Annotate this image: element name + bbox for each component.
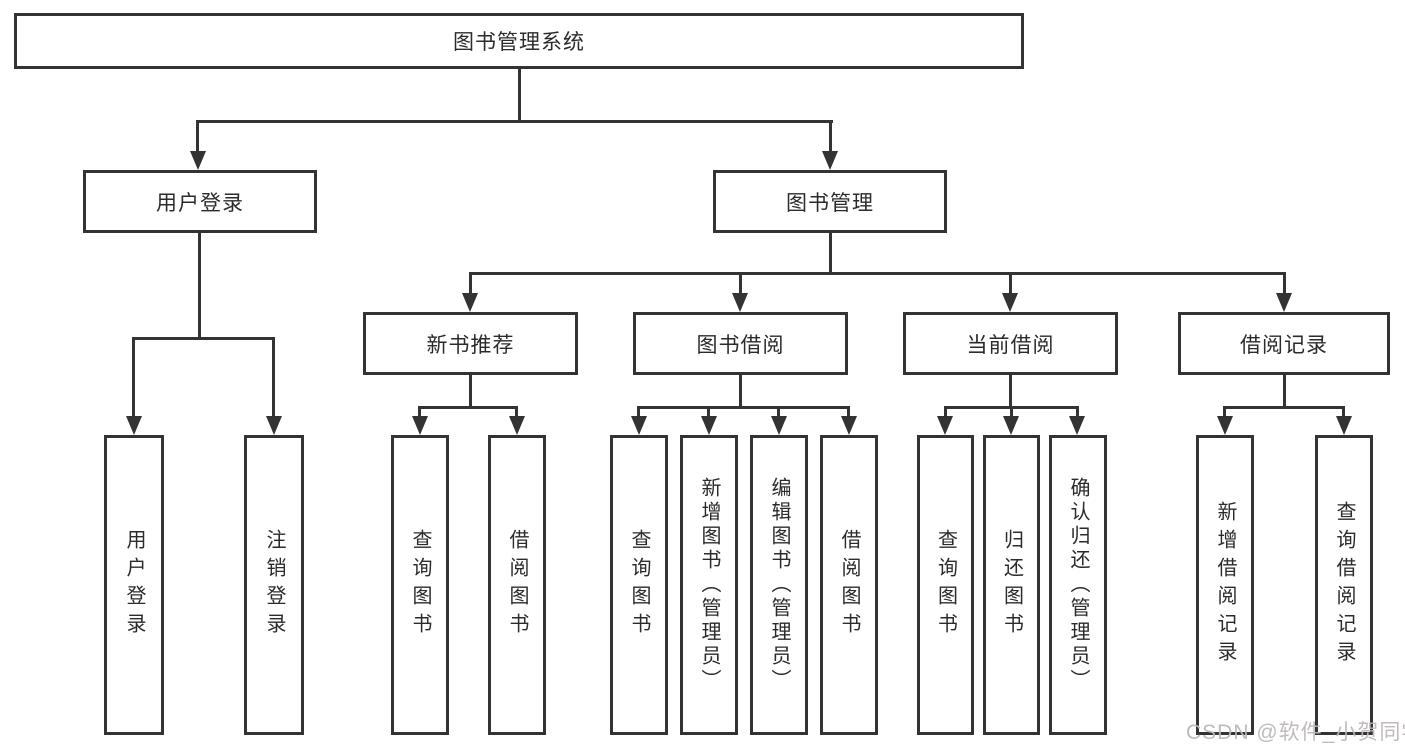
leaf-cb-confirm-return-admin-label: 确认归还（管理员） bbox=[1067, 477, 1089, 693]
connector-drop-bb-add bbox=[707, 406, 710, 418]
node-library-system: 图书管理系统 bbox=[14, 13, 1024, 69]
leaf-user-login: 用户登录 bbox=[104, 435, 164, 735]
leaf-bb-query-books: 查询图书 bbox=[610, 435, 668, 735]
leaf-br-query-record-label: 查询借阅记录 bbox=[1333, 501, 1355, 669]
arrow-into-book-management bbox=[822, 151, 838, 170]
node-user-login-label: 用户登录 bbox=[156, 191, 244, 215]
csdn-watermark: CSDN @软件_小贺同学 bbox=[1186, 721, 1405, 744]
leaf-cb-query-books: 查询图书 bbox=[917, 435, 974, 735]
arrow-into-br-query bbox=[1336, 416, 1352, 435]
node-new-book-recommend-label: 新书推荐 bbox=[426, 333, 515, 357]
node-book-borrow-label: 图书借阅 bbox=[696, 333, 785, 357]
leaf-bb-borrow-books-label: 借阅图书 bbox=[838, 529, 860, 641]
connector-br-branch bbox=[1223, 406, 1345, 409]
leaf-cb-query-books-label: 查询图书 bbox=[934, 529, 957, 641]
arrow-into-bb-query bbox=[631, 416, 647, 435]
node-library-system-label: 图书管理系统 bbox=[453, 31, 585, 54]
connector-nbr-branch bbox=[418, 406, 518, 409]
node-borrow-records: 借阅记录 bbox=[1178, 312, 1390, 375]
arrow-into-ul-login bbox=[126, 416, 142, 435]
arrow-into-cb-return bbox=[1003, 416, 1019, 435]
leaf-br-add-record: 新增借阅记录 bbox=[1196, 435, 1254, 735]
arrow-into-bb-borrow bbox=[841, 416, 857, 435]
connector-nbr-stem bbox=[469, 375, 472, 406]
leaf-nbr-borrow-books: 借阅图书 bbox=[488, 435, 546, 735]
connector-drop-book-borrow bbox=[739, 272, 742, 295]
connector-drop-cb-query bbox=[944, 406, 947, 418]
connector-drop-book-management bbox=[829, 120, 832, 153]
node-current-borrow: 当前借阅 bbox=[903, 312, 1118, 375]
arrow-into-nbr-borrow bbox=[509, 416, 525, 435]
leaf-bb-edit-books-admin: 编辑图书（管理员） bbox=[750, 435, 808, 735]
connector-cb-stem bbox=[1009, 375, 1012, 406]
arrow-into-cb-confirm bbox=[1069, 416, 1085, 435]
leaf-nbr-query-books-label: 查询图书 bbox=[409, 529, 431, 641]
arrow-into-user-login bbox=[190, 151, 206, 170]
leaf-bb-add-books-admin-label: 新增图书（管理员） bbox=[698, 477, 720, 693]
node-user-login: 用户登录 bbox=[83, 170, 317, 233]
connector-drop-cb-confirm bbox=[1076, 406, 1079, 418]
connector-drop-cb-return bbox=[1010, 406, 1013, 418]
arrow-into-nbr-query bbox=[412, 416, 428, 435]
connector-br-stem bbox=[1283, 375, 1286, 406]
node-new-book-recommend: 新书推荐 bbox=[363, 312, 578, 375]
leaf-cb-return-books-label: 归还图书 bbox=[1000, 529, 1023, 641]
arrow-into-ul-logout bbox=[266, 416, 282, 435]
arrow-into-current-borrow bbox=[1002, 293, 1018, 312]
leaf-logout: 注销登录 bbox=[244, 435, 304, 735]
node-current-borrow-label: 当前借阅 bbox=[966, 333, 1055, 357]
leaf-bb-query-books-label: 查询图书 bbox=[628, 529, 650, 641]
leaf-cb-confirm-return-admin: 确认归还（管理员） bbox=[1049, 435, 1107, 735]
connector-drop-bb-edit bbox=[777, 406, 780, 418]
leaf-logout-label: 注销登录 bbox=[263, 529, 285, 641]
leaf-bb-add-books-admin: 新增图书（管理员） bbox=[680, 435, 738, 735]
node-book-management: 图书管理 bbox=[713, 170, 947, 233]
connector-bb-branch bbox=[637, 406, 850, 409]
connector-root-stem bbox=[518, 69, 521, 120]
arrow-into-cb-query bbox=[937, 416, 953, 435]
connector-bb-stem bbox=[739, 375, 742, 406]
arrow-into-br-add bbox=[1217, 416, 1233, 435]
connector-drop-nbr-query bbox=[418, 406, 421, 418]
leaf-cb-return-books: 归还图书 bbox=[983, 435, 1040, 735]
connector-user-login-stem bbox=[198, 233, 201, 337]
leaf-user-login-label: 用户登录 bbox=[123, 529, 145, 641]
arrow-into-book-borrow bbox=[732, 293, 748, 312]
connector-user-login-branch bbox=[132, 337, 275, 340]
leaf-nbr-borrow-books-label: 借阅图书 bbox=[506, 529, 528, 641]
node-book-borrow: 图书借阅 bbox=[633, 312, 848, 375]
node-book-management-label: 图书管理 bbox=[786, 191, 874, 215]
connector-drop-borrow-records bbox=[1283, 272, 1286, 295]
connector-drop-user-login bbox=[196, 120, 199, 153]
connector-root-branch bbox=[196, 120, 833, 123]
connector-drop-current-borrow bbox=[1009, 272, 1012, 295]
connector-drop-bb-query bbox=[637, 406, 640, 418]
arrow-into-bb-add bbox=[701, 416, 717, 435]
connector-drop-ul-logout bbox=[272, 337, 275, 418]
arrow-into-new-book-recommend bbox=[462, 293, 478, 312]
connector-drop-new-book-recommend bbox=[469, 272, 472, 295]
node-borrow-records-label: 借阅记录 bbox=[1240, 333, 1328, 357]
arrow-into-bb-edit bbox=[771, 416, 787, 435]
leaf-bb-borrow-books: 借阅图书 bbox=[820, 435, 878, 735]
leaf-bb-edit-books-admin-label: 编辑图书（管理员） bbox=[768, 477, 790, 693]
leaf-br-query-record: 查询借阅记录 bbox=[1315, 435, 1373, 735]
connector-drop-br-add bbox=[1223, 406, 1226, 418]
connector-drop-ul-login bbox=[132, 337, 135, 418]
leaf-nbr-query-books: 查询图书 bbox=[391, 435, 449, 735]
connector-drop-nbr-borrow bbox=[515, 406, 518, 418]
connector-drop-br-query bbox=[1342, 406, 1345, 418]
connector-book-management-branch bbox=[469, 272, 1286, 275]
connector-book-management-stem bbox=[829, 233, 832, 272]
arrow-into-borrow-records bbox=[1276, 293, 1292, 312]
connector-drop-bb-borrow bbox=[847, 406, 850, 418]
leaf-br-add-record-label: 新增借阅记录 bbox=[1214, 501, 1236, 669]
